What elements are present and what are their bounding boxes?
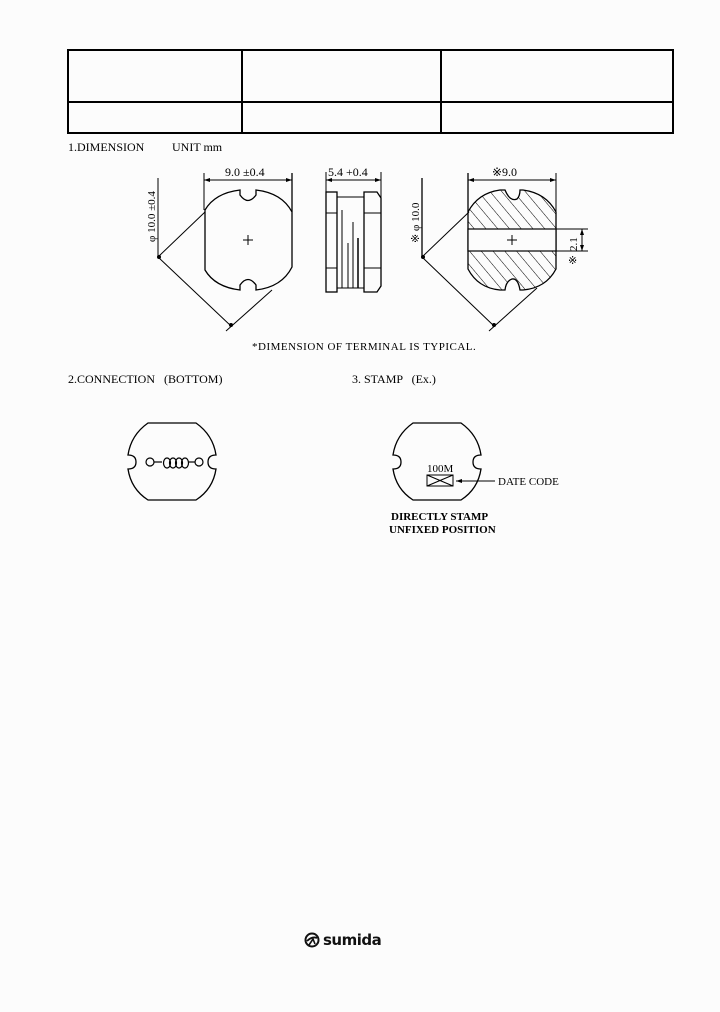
section-connection-heading: 2.CONNECTION (BOTTOM) bbox=[68, 372, 223, 386]
title-cell bbox=[241, 101, 442, 134]
title-cell bbox=[440, 49, 674, 103]
date-code-box bbox=[426, 474, 454, 487]
front-width-dim: 9.0 ±0.4 bbox=[225, 165, 265, 179]
unit-label: UNIT mm bbox=[172, 140, 223, 154]
date-code-label: DATE CODE bbox=[498, 476, 559, 488]
title-cell bbox=[67, 49, 243, 103]
logo-text: sumida bbox=[323, 931, 382, 949]
title-cell bbox=[67, 101, 243, 134]
terminal-dimension-note: *DIMENSION OF TERMINAL IS TYPICAL. bbox=[252, 341, 477, 353]
section-stamp-heading: 3. STAMP (Ex.) bbox=[352, 372, 436, 386]
land-width-dim: ※9.0 bbox=[492, 165, 517, 179]
section-dimension-heading: 1.DIMENSION bbox=[68, 140, 145, 154]
stamp-caption-line2: UNFIXED POSITION bbox=[389, 524, 496, 536]
land-pattern-drawing bbox=[421, 173, 588, 332]
title-cell bbox=[241, 49, 442, 103]
connection-bottom-drawing bbox=[127, 422, 217, 501]
land-gap-dim: 2.1 bbox=[568, 237, 580, 251]
land-gap-mark: ※ bbox=[568, 255, 577, 267]
title-cell bbox=[440, 101, 674, 134]
front-diameter-dim: φ 10.0 ±0.4 bbox=[146, 191, 158, 242]
stamp-drawing bbox=[392, 422, 495, 501]
sumida-logo: sumida bbox=[304, 930, 382, 950]
stamp-caption-line1: DIRECTLY STAMP bbox=[391, 511, 488, 523]
side-view-drawing bbox=[325, 172, 382, 293]
sumida-globe-icon bbox=[304, 932, 320, 948]
stamp-value: 100M bbox=[427, 463, 454, 475]
title-block-table bbox=[67, 49, 674, 134]
side-height-dim: 5.4 +0.4 bbox=[328, 165, 368, 179]
front-view-drawing bbox=[157, 173, 293, 332]
land-diameter-dim: ※ φ 10.0 bbox=[410, 202, 422, 243]
